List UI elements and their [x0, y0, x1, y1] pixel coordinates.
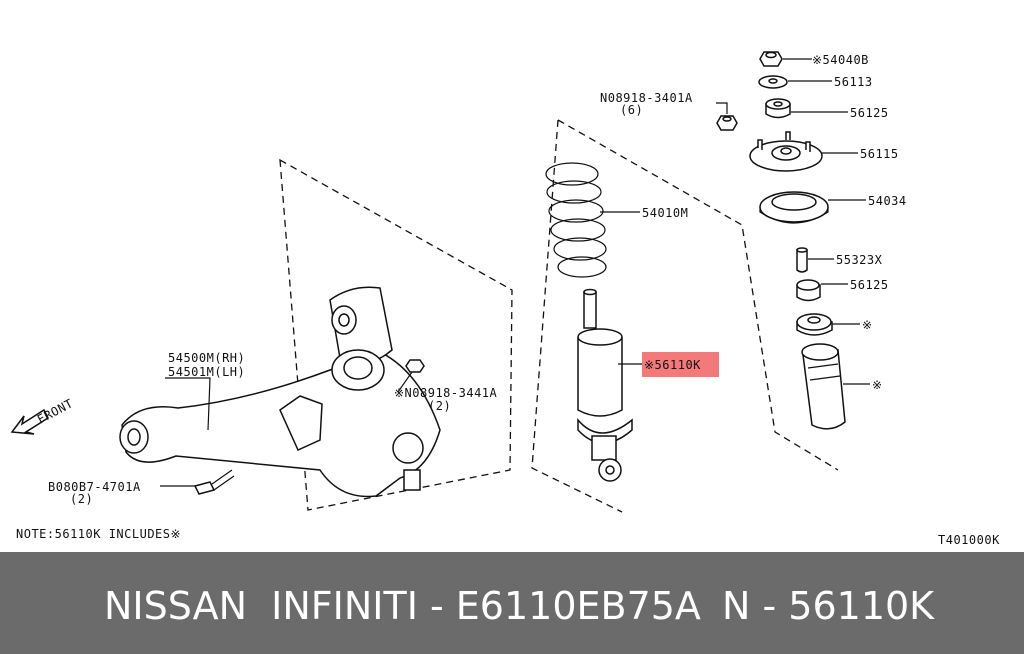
strut-mount-part	[749, 131, 823, 172]
bolt-part	[193, 469, 235, 495]
parts-diagram: ※54040B 56113 N08918-3401A (6) 56125 561…	[10, 51, 1000, 547]
label-08918-3401a-qty: (6)	[620, 103, 643, 117]
label-bumper-seat-star: ※	[862, 318, 873, 332]
label-08918-3401a: N08918-3401A	[600, 91, 693, 105]
label-56110k: ※56110K	[644, 358, 701, 372]
label-08918-3441a-qty: (2)	[428, 399, 451, 413]
banner-brand-catalog: NISSAN INFINITI - E6110EB75A	[104, 584, 701, 628]
lower-control-arm-part	[119, 286, 441, 498]
spring-upper-seat-part	[759, 191, 829, 224]
upper-bushing-part	[765, 98, 791, 119]
label-54040b: ※54040B	[812, 53, 869, 67]
strut-assembly-outline	[531, 119, 839, 513]
label-56115: 56115	[860, 147, 899, 161]
label-54501m: 54501M(LH)	[168, 365, 245, 379]
shock-absorber-part	[577, 288, 633, 482]
label-080b7-4701a: B080B7-4701A	[48, 480, 141, 494]
top-nut-part	[759, 51, 783, 67]
label-08918-3441a: ※N08918-3441A	[394, 386, 498, 400]
label-54500m: 54500M(RH)	[168, 351, 245, 365]
label-56125-bottom: 56125	[850, 278, 889, 292]
lower-bushing-part	[796, 279, 821, 302]
flange-nut-part	[716, 115, 738, 131]
note-text: NOTE:56110K INCLUDES※	[16, 527, 181, 541]
label-56125-top: 56125	[850, 106, 889, 120]
label-080b7-4701a-qty: (2)	[70, 492, 93, 506]
dust-boot-part	[801, 343, 846, 430]
figure-code: T401000K	[938, 533, 1000, 547]
label-55323x: 55323X	[836, 253, 883, 267]
label-front: FRONT	[35, 396, 76, 426]
label-54010m: 54010M	[642, 206, 688, 220]
part-number-banner: NISSAN INFINITI - E6110EB75A N - 56110K	[0, 552, 1024, 654]
label-dust-boot-star: ※	[872, 378, 883, 392]
bump-stop-part	[796, 247, 808, 273]
front-arrow-icon	[10, 408, 49, 435]
bumper-seat-part	[796, 313, 833, 336]
washer-part	[758, 75, 788, 89]
label-56113: 56113	[834, 75, 873, 89]
coil-spring-part	[545, 162, 607, 278]
selected-part-highlight	[642, 352, 719, 377]
leader-lines	[160, 58, 870, 487]
label-54034: 54034	[868, 194, 907, 208]
banner-part-number: N - 56110K	[722, 584, 935, 628]
